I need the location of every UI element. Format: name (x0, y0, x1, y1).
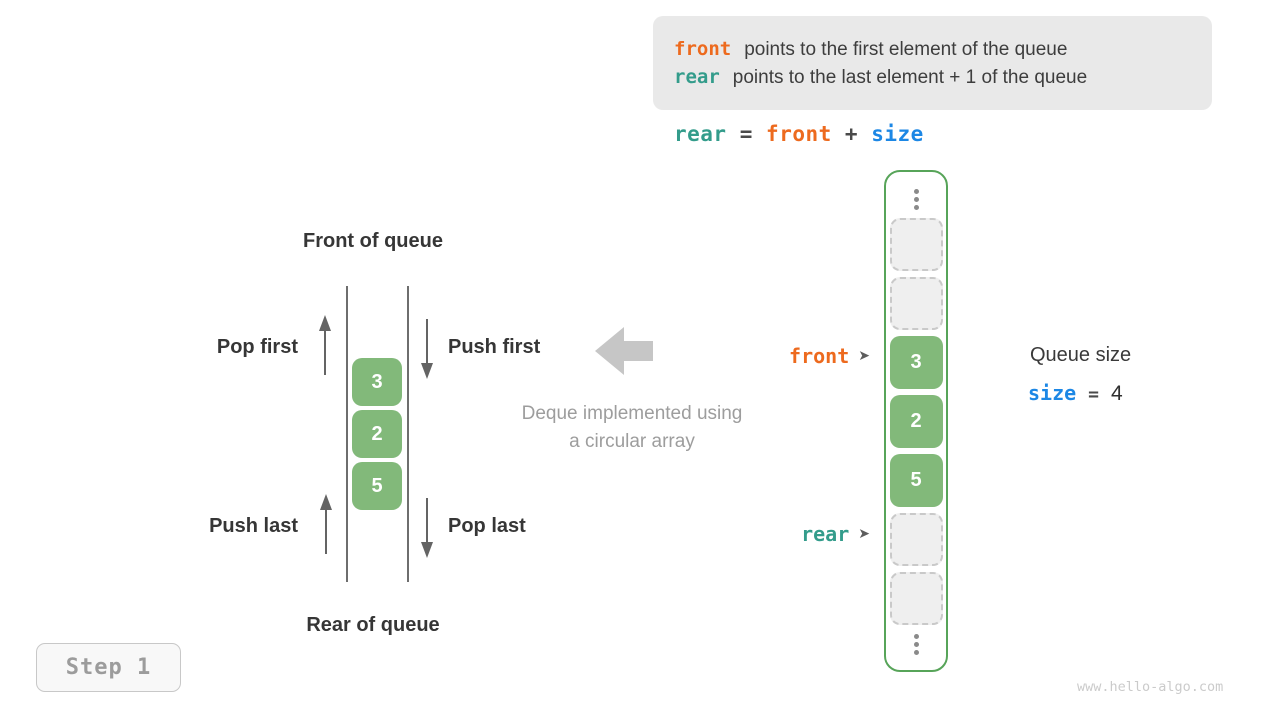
watermark: www.hello-algo.com (1077, 679, 1224, 695)
formula-plus: + (844, 122, 859, 146)
rear-definition-text: points to the last element + 1 of the qu… (732, 66, 1088, 88)
caption-line-2: a circular array (569, 431, 695, 452)
array-cell-empty (889, 277, 943, 330)
front-definition-text: points to the first element of the queue (744, 38, 1068, 60)
array-cell-empty (889, 218, 943, 271)
left-arrow-icon (595, 327, 653, 375)
queue-size-value-line: size = 4 (1028, 381, 1123, 406)
circular-array: 3 2 5 (884, 170, 948, 672)
push-last-label: Push last (209, 515, 298, 537)
array-cell-empty (889, 572, 943, 625)
front-term: front (674, 37, 732, 60)
array-cell-filled: 3 (889, 336, 943, 389)
pointer-definitions-box: front points to the first element of the… (653, 16, 1212, 110)
deque-left-wall (346, 286, 348, 582)
step-badge: Step 1 (36, 643, 181, 692)
push-last-arrow-icon (320, 494, 332, 554)
deque-element: 3 (352, 358, 402, 406)
front-pointer-arrow-icon: ➤ (858, 348, 870, 364)
rear-pointer-label: rear (801, 522, 850, 546)
deque-element: 5 (352, 462, 402, 510)
formula-rear: rear (674, 122, 727, 146)
pop-first-label: Pop first (216, 336, 298, 358)
formula-equals: = (739, 122, 753, 146)
rear-pointer-arrow-icon: ➤ (858, 526, 870, 542)
deque-element: 2 (352, 410, 402, 458)
front-of-queue-label: Front of queue (303, 230, 443, 252)
front-definition-line: front points to the first element of the… (674, 38, 1212, 61)
rear-pointer-row: rear ➤ (700, 522, 870, 546)
array-cell-filled: 2 (889, 395, 943, 448)
size-var: size (1028, 381, 1077, 405)
formula-size: size (871, 122, 924, 146)
ellipsis-icon (913, 186, 919, 212)
rear-formula: rear = front + size (674, 122, 924, 146)
pop-last-label: Pop last (448, 515, 526, 537)
array-cell-filled: 5 (889, 454, 943, 507)
ellipsis-icon (913, 631, 919, 657)
formula-front: front (766, 122, 832, 146)
caption-line-1: Deque implemented using (521, 403, 743, 424)
push-first-label: Push first (448, 336, 541, 358)
pop-last-arrow-icon (421, 498, 433, 558)
deque-right-wall (407, 286, 409, 582)
push-first-arrow-icon (421, 319, 433, 379)
front-pointer-label: front (789, 344, 850, 368)
front-pointer-row: front ➤ (700, 344, 870, 368)
size-equals: = (1088, 384, 1100, 405)
diagram-caption: Deque implemented using a circular array (492, 400, 772, 456)
size-value: 4 (1111, 382, 1123, 405)
rear-definition-line: rear points to the last element + 1 of t… (674, 66, 1212, 89)
rear-term: rear (674, 65, 720, 88)
queue-size-title: Queue size (1030, 344, 1132, 366)
array-cell-empty (889, 513, 943, 566)
rear-of-queue-label: Rear of queue (306, 614, 440, 636)
pop-first-arrow-icon (319, 315, 331, 375)
